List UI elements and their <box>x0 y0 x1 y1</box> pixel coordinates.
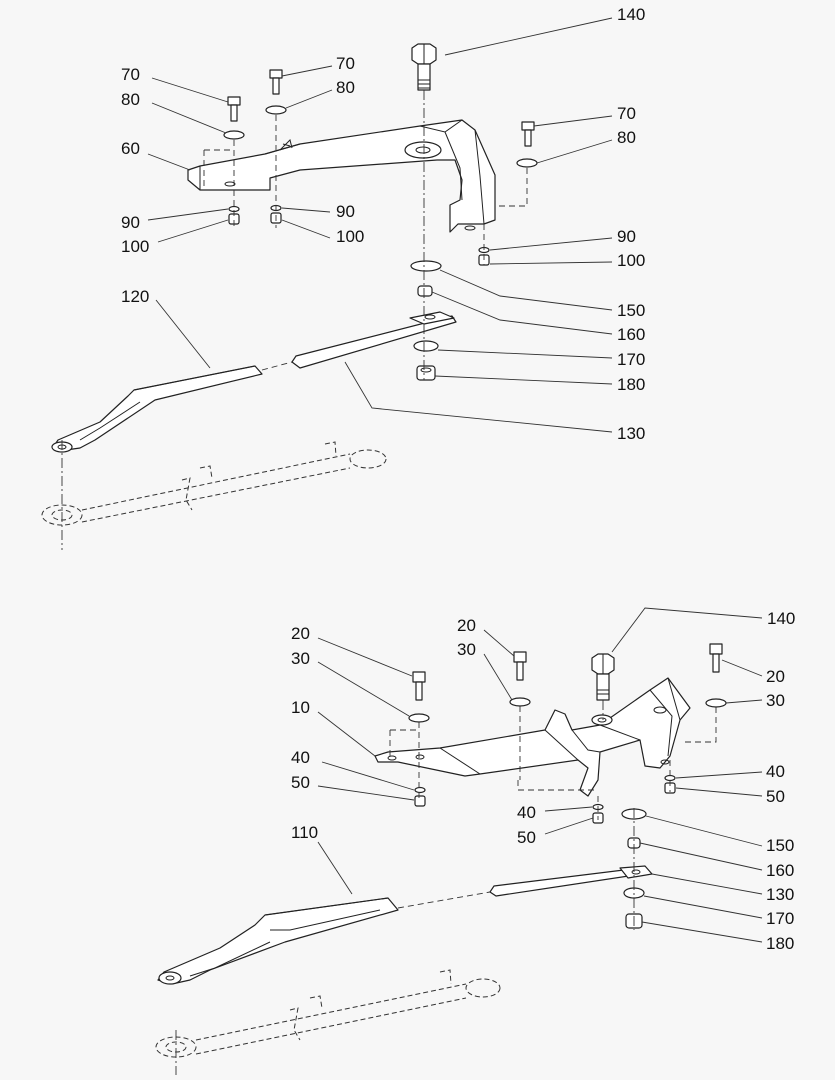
label-bottom-2: 30 <box>291 649 310 668</box>
label-bottom-17: 130 <box>766 885 794 904</box>
label-bottom-6: 30 <box>766 691 785 710</box>
tie-rod-130-top <box>291 311 457 369</box>
centerline-20-right <box>669 707 717 792</box>
label-bottom-14: 150 <box>766 836 794 855</box>
label-bottom-7: 10 <box>291 698 310 717</box>
label-top-1: 70 <box>121 65 140 84</box>
callout-labels-bottom: 140 20 30 20 30 20 30 10 40 50 40 50 40 … <box>291 609 795 953</box>
centerline-rod-bottom <box>397 891 491 909</box>
label-bottom-3: 20 <box>457 616 476 635</box>
ghost-implement-top <box>41 441 387 526</box>
label-bottom-1: 20 <box>291 624 310 643</box>
centerline-20-left <box>389 722 420 800</box>
bolt-20-middle <box>513 651 527 681</box>
label-bottom-9: 50 <box>291 773 310 792</box>
bolt-70-left <box>227 96 241 122</box>
washer-80-middle <box>265 105 287 115</box>
centerline-bracket-bottom <box>517 780 599 820</box>
callout-labels-top: 140 70 80 70 80 70 80 60 90 100 90 100 9… <box>121 5 645 443</box>
leader-lines-bottom <box>317 607 763 943</box>
label-bottom-4: 30 <box>457 640 476 659</box>
label-top-2: 80 <box>121 90 140 109</box>
label-top-6: 80 <box>617 128 636 147</box>
washer-30-right <box>705 698 727 708</box>
tie-rod-130-bottom <box>489 865 653 897</box>
label-bottom-8: 40 <box>291 748 310 767</box>
label-bottom-19: 180 <box>766 934 794 953</box>
leader-lines-top <box>147 17 613 433</box>
bolt-20-left <box>412 671 426 701</box>
arm-110-bottom <box>157 897 399 985</box>
centerline-70-left <box>203 140 235 228</box>
label-top-13: 100 <box>617 251 645 270</box>
nuts-bottom <box>414 774 676 824</box>
label-top-15: 160 <box>617 325 645 344</box>
washer-30-left <box>408 713 430 723</box>
label-bottom-5: 20 <box>766 667 785 686</box>
washer-80-left <box>223 130 245 140</box>
bolt-20-right <box>709 643 723 673</box>
bolt-140-top <box>411 43 437 91</box>
label-top-12: 90 <box>617 227 636 246</box>
bolt-70-right <box>521 121 535 147</box>
label-top-8: 90 <box>121 213 140 232</box>
label-top-14: 150 <box>617 301 645 320</box>
label-top-10: 90 <box>336 202 355 221</box>
centerline-rod-top <box>261 361 293 371</box>
label-top-5: 70 <box>617 104 636 123</box>
label-bottom-18: 170 <box>766 909 794 928</box>
label-top-19: 130 <box>617 424 645 443</box>
label-bottom-13: 50 <box>766 787 785 806</box>
label-top-11: 100 <box>336 227 364 246</box>
bolt-140-bottom <box>591 653 615 701</box>
spacer-stack-top <box>410 260 442 381</box>
label-top-7: 60 <box>121 139 140 158</box>
top-assembly: 140 70 80 70 80 70 80 60 90 100 90 100 9… <box>41 5 645 550</box>
label-bottom-0: 140 <box>767 609 795 628</box>
bottom-assembly: 140 20 30 20 30 20 30 10 40 50 40 50 40 … <box>155 607 795 1075</box>
label-top-18: 180 <box>617 375 645 394</box>
ghost-implement-bottom <box>155 969 501 1058</box>
label-bottom-15: 160 <box>766 861 794 880</box>
bolt-70-middle <box>269 69 283 95</box>
centerline-70-right <box>483 168 528 265</box>
label-bottom-11: 50 <box>517 828 536 847</box>
bracket-plate-top <box>187 119 496 233</box>
arm-120-top <box>51 365 263 453</box>
label-top-16: 120 <box>121 287 149 306</box>
label-top-3: 70 <box>336 54 355 73</box>
washer-30-middle <box>509 697 531 707</box>
label-top-4: 80 <box>336 78 355 97</box>
label-bottom-16: 110 <box>291 823 318 842</box>
label-top-0: 140 <box>617 5 645 24</box>
label-bottom-10: 40 <box>517 803 536 822</box>
label-top-17: 170 <box>617 350 645 369</box>
label-top-9: 100 <box>121 237 149 256</box>
label-bottom-12: 40 <box>766 762 785 781</box>
washer-80-right <box>516 158 538 168</box>
bracket-plate-bottom <box>374 677 691 797</box>
